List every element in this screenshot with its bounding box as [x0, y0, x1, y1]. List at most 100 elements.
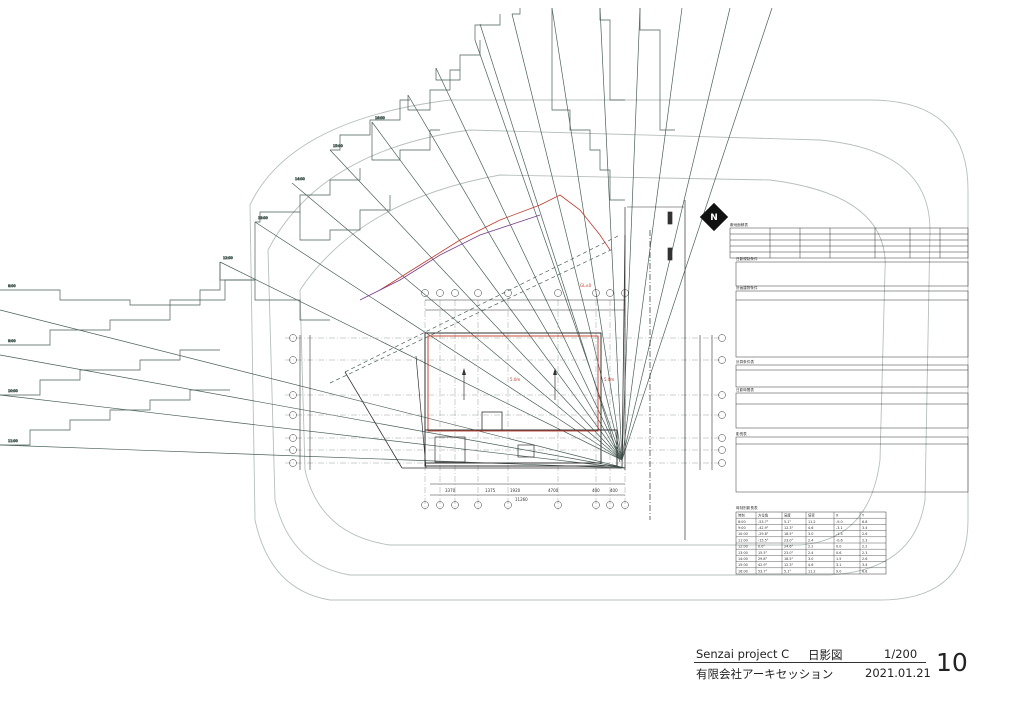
table-title: 敷地面積表 [730, 222, 748, 227]
drawing-scale: 1/200 [884, 647, 918, 661]
time-table-cell: 3.0 [808, 557, 813, 561]
shadow-step-profiles [0, 8, 675, 446]
drawing-date: 2021.01.21 [865, 666, 931, 680]
table-frame [729, 227, 969, 259]
firm-name: 有限会社アーキセッション [696, 667, 834, 681]
shadow-time-label: 13:00 [258, 216, 268, 220]
shadow-time-label: 10:00 [8, 389, 18, 393]
shadow-step [299, 195, 391, 241]
table-frame [735, 261, 969, 287]
shadow-step [435, 40, 481, 81]
shadow-ray [407, 94, 623, 461]
shadow-time-label: 14:00 [295, 177, 305, 181]
table-frame [735, 392, 969, 429]
shadow-step [371, 122, 440, 161]
shadow-ray [474, 39, 623, 461]
shadow-time-label: 15:00 [333, 144, 343, 148]
time-table-cell: -53.7° [758, 520, 769, 524]
time-table-cell: 2.6 [862, 532, 867, 536]
shadow-step [219, 262, 330, 321]
shadow-ray [0, 309, 626, 469]
time-table-cell: 2.6 [862, 557, 867, 561]
grid-bubble [421, 501, 429, 509]
time-table-cell: 15.5° [758, 551, 768, 555]
time-table-cell: 15:00 [738, 563, 748, 567]
grid-bubble [474, 289, 482, 297]
dimension-label: 400 [610, 488, 618, 493]
shadow-ray [329, 149, 623, 461]
time-table-cell: 2.4 [808, 551, 813, 555]
shadow-step [512, 8, 521, 15]
stair-core [434, 436, 466, 463]
shadow-ray [621, 7, 683, 461]
grid-bubble [289, 391, 297, 399]
grid-bubble [718, 356, 726, 364]
shadow-step [474, 14, 501, 40]
svg-text:GL±0: GL±0 [580, 283, 592, 288]
shadow-ray [219, 261, 623, 461]
shadow-rays: 8:009:0010:0011:0012:0013:0014:0015:0016… [0, 7, 773, 469]
time-table-cell: 13:00 [738, 551, 748, 555]
grid-bubble [474, 501, 482, 509]
table-title: 日影時間表 [736, 387, 754, 392]
building-outline [424, 332, 602, 464]
contour-middle [267, 129, 931, 576]
table-frame [735, 290, 969, 358]
shadow-time-label: 16:00 [375, 116, 385, 120]
shadow-ray [599, 7, 623, 461]
time-table-cell: 23.0° [784, 538, 794, 542]
dimension-label: 400 [592, 488, 600, 493]
time-table-cell: 1.5 [836, 557, 841, 561]
time-table-cell: 12.3° [784, 526, 794, 530]
grid-bubble [554, 501, 562, 509]
time-table-cell: 23.0° [784, 551, 794, 555]
grid-bubble [436, 501, 444, 509]
shadow-time-label: 9:00 [8, 339, 16, 343]
north-label: N [710, 213, 718, 223]
time-table-cell: 2.4 [808, 538, 813, 542]
table-title: 日影規制条件 [736, 256, 758, 261]
svg-text:5.0m: 5.0m [510, 377, 520, 382]
time-table-cell: 5.1° [784, 569, 791, 573]
time-table-header: 倍率 [808, 513, 815, 518]
shadow-step [0, 389, 230, 446]
contour-inner [299, 174, 886, 546]
time-table-header: Y [862, 514, 865, 518]
shadow-ray [254, 221, 623, 461]
time-table-header: 高度 [784, 513, 791, 518]
time-table-cell: 12.3° [784, 563, 794, 567]
grid-bubble [289, 459, 297, 467]
time-table-cell: 9.0 [836, 569, 841, 573]
svg-text:5.0m: 5.0m [604, 377, 614, 382]
time-table-cell: 11.2 [808, 569, 816, 573]
shadow-step [639, 8, 675, 131]
building-footprint [424, 429, 618, 467]
shadow-time-label: 8:00 [8, 284, 16, 288]
shadow-step [0, 262, 221, 306]
shadow-ray [621, 7, 773, 461]
grid-axes [285, 289, 726, 510]
sheet-title: 日影図 [808, 648, 843, 662]
time-table-cell: 29.8° [758, 557, 768, 561]
grid-bubble [289, 446, 297, 454]
shadow-step [0, 222, 256, 346]
time-table-cell: 0.0 [836, 545, 841, 549]
shadow-ray [291, 182, 623, 461]
grid-bubble [718, 459, 726, 467]
contour-outer [249, 99, 969, 601]
time-table-cell: 12:00 [738, 545, 748, 549]
small-room [481, 411, 503, 431]
time-table-cell: 24.6° [784, 545, 794, 549]
shadow-step [407, 69, 460, 111]
time-table-cell: 16:00 [738, 569, 748, 573]
shadow-ray [511, 13, 623, 461]
shadow-ray [621, 7, 731, 461]
time-table-cell: 3.4 [862, 563, 867, 567]
time-table-cell: 10:00 [738, 532, 748, 536]
time-table-cell: 14:00 [738, 557, 748, 561]
grid-bubble [606, 501, 614, 509]
